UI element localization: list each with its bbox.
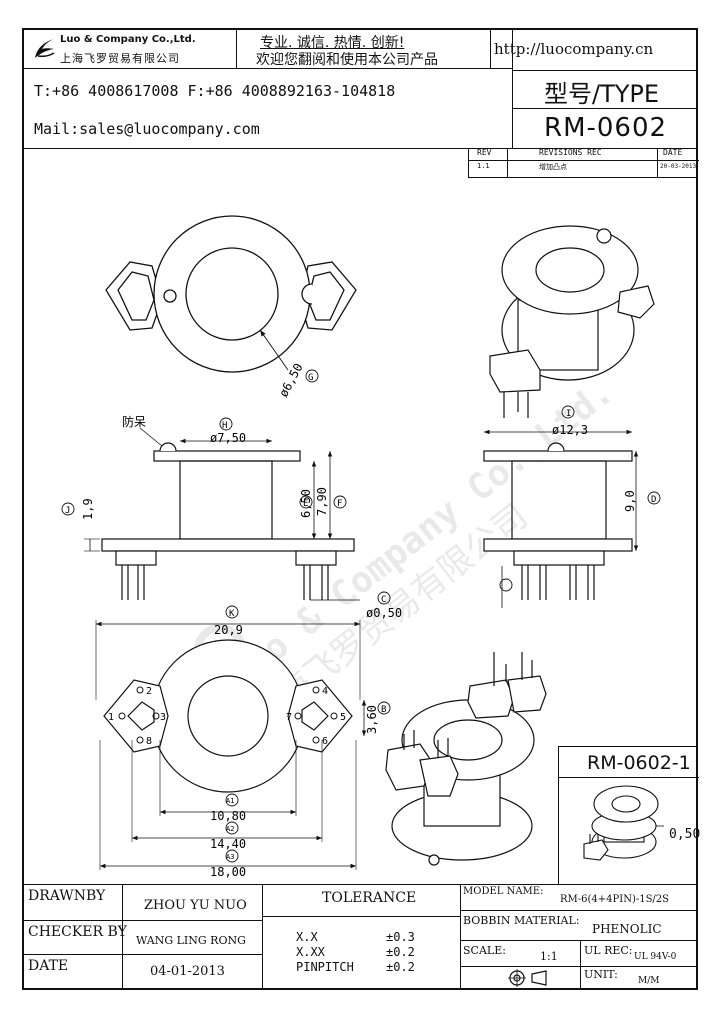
revision-table: REV REVISIONS REC DATE 1.1 增加凸点 20-03-20… <box>468 148 699 178</box>
tol-key-3: PINPITCH <box>296 960 354 974</box>
side-view <box>84 427 360 601</box>
bobbin-label: BOBBIN MATERIAL: <box>463 914 580 927</box>
marker-k: K <box>229 609 235 619</box>
tol-val-2: ±0.2 <box>386 945 415 959</box>
rev-value: 1.1 <box>477 162 490 170</box>
phone-fax: T:+86 4008617008 F:+86 4008892163-104818 <box>34 82 396 100</box>
pin-4: 4 <box>322 686 328 697</box>
pin-6: 6 <box>322 736 328 747</box>
marker-i: I <box>566 409 571 419</box>
marker-a3: A3 <box>226 853 234 861</box>
company-name-en: Luo & Company Co.,Ltd. <box>60 34 196 45</box>
variant-box: RM-0602-1 0,50 <box>558 746 701 884</box>
top-view-core-hole <box>185 247 279 341</box>
tol-val-3: ±0.2 <box>386 960 415 974</box>
marker-c: C <box>381 595 386 605</box>
dim-a3-text: 18,00 <box>210 865 246 879</box>
dim-h-text: ø7,50 <box>210 431 246 445</box>
variant-drawing <box>583 785 664 861</box>
variant-model: RM-0602-1 <box>587 752 691 774</box>
marker-g: G <box>308 373 313 383</box>
marker-a1: A1 <box>226 797 234 805</box>
front-view <box>483 429 639 608</box>
pin-8: 8 <box>146 736 152 747</box>
model-name-label: MODEL NAME: <box>463 886 544 897</box>
scale-label: SCALE: <box>463 944 506 957</box>
marker-b: B <box>381 705 386 715</box>
model-number: RM-0602 <box>544 113 668 143</box>
slogan-line1: 专业. 诚信. 热情. 创新! <box>260 35 405 51</box>
variant-dim: 0,50 <box>669 827 701 842</box>
dim-e-text: 6,50 <box>299 489 313 518</box>
date-header: DATE <box>663 148 683 157</box>
dim-k-text: 20,9 <box>214 623 243 637</box>
dim-d-text: 9,0 <box>623 490 637 512</box>
date-value: 20-03-2013 <box>660 163 697 170</box>
drawnby-value: ZHOU YU NUO <box>144 898 247 913</box>
watermark-en: Luo & Company Co.,Ltd. <box>220 371 621 697</box>
rec-value: 增加凸点 <box>539 163 567 171</box>
iso-view-top <box>489 225 655 418</box>
type-label: 型号/TYPE <box>544 80 660 108</box>
marker-j: J <box>65 506 70 516</box>
marker-e: E <box>303 499 308 509</box>
company-logo-icon <box>35 39 55 58</box>
top-view-flange <box>153 215 311 373</box>
iso-view-bottom <box>385 652 547 866</box>
model-name-value: RM-6(4+4PIN)-1S/2S <box>560 894 670 905</box>
tol-key-1: X.X <box>296 930 318 944</box>
date-value: 04-01-2013 <box>150 964 225 979</box>
pin-5: 5 <box>340 712 346 723</box>
unit-label: UNIT: <box>584 968 618 981</box>
company-name-cn: 上海飞罗贸易有限公司 <box>60 52 180 65</box>
rev-header: REV <box>477 148 492 157</box>
dim-g-text: ø6,50 <box>276 361 305 399</box>
bottom-view-core-hole <box>187 675 269 757</box>
pin-7: 7 <box>286 712 292 723</box>
tol-key-2: X.XX <box>296 945 325 959</box>
unit-value: M/M <box>638 976 660 986</box>
bobbin-value: PHENOLIC <box>592 922 662 936</box>
tolerance-label: TOLERANCE <box>322 890 417 906</box>
bottom-view <box>95 620 367 870</box>
ul-value: UL 94V-0 <box>634 952 677 962</box>
dim-f-text: 7,90 <box>315 487 329 516</box>
front-view-section-marker <box>499 578 513 592</box>
ul-label: UL REC: <box>584 944 633 957</box>
rec-header: REVISIONS REC <box>539 148 602 157</box>
dim-c-text: ø0,50 <box>366 606 402 620</box>
pin-1: 1 <box>108 712 114 723</box>
checker-label: CHECKER BY <box>28 924 127 940</box>
date-label: DATE <box>28 958 69 974</box>
dim-a2-text: 14,40 <box>210 837 246 851</box>
marker-h: H <box>222 421 227 431</box>
scale-value: 1:1 <box>540 950 558 963</box>
drawing-sheet: Luo & Company Co.,Ltd. 上海飞罗贸易有限公司 专业. 诚信… <box>22 28 701 990</box>
pin-2: 2 <box>146 686 152 697</box>
bottom-view-flange <box>151 639 305 793</box>
projection-symbol-icon <box>508 969 547 987</box>
marker-a2: A2 <box>226 825 234 833</box>
dim-j-text: 1,9 <box>81 498 95 520</box>
dim-a1-text: 10,80 <box>210 809 246 823</box>
drawnby-label: DRAWNBY <box>28 888 106 904</box>
tol-val-1: ±0.3 <box>386 930 415 944</box>
bump-label: 防呆 <box>122 414 146 429</box>
dim-b-text: 3,60 <box>365 705 379 734</box>
checker-value: WANG LING RONG <box>136 934 246 947</box>
email[interactable]: Mail:sales@luocompany.com <box>34 120 260 138</box>
pin-numbers: 2 1 3 8 4 7 5 6 <box>108 686 346 747</box>
slogan-line2: 欢迎您翻阅和使用本公司产品 <box>256 52 438 68</box>
website-url[interactable]: http://luocompany.cn <box>494 40 654 58</box>
marker-d: D <box>651 495 656 505</box>
marker-f: F <box>337 499 342 509</box>
top-view <box>105 215 357 373</box>
pin-3: 3 <box>160 712 166 723</box>
dim-i-text: ø12,3 <box>552 423 588 437</box>
bottom-view-pin-block-left <box>103 679 169 753</box>
